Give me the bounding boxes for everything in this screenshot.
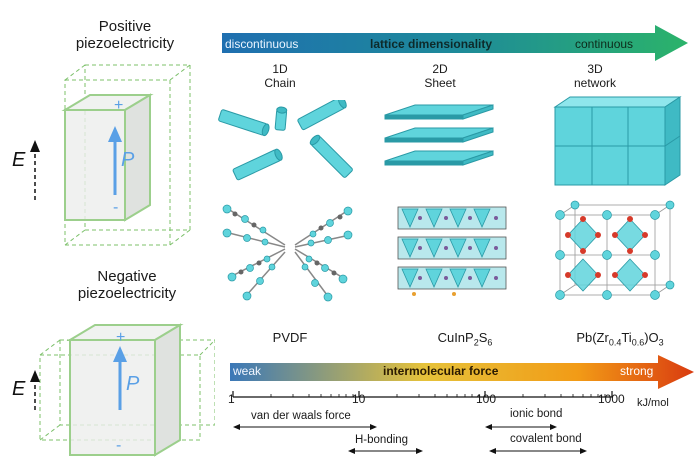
column-2d-header: 2D Sheet <box>400 62 480 90</box>
range-arrows <box>235 426 585 452</box>
column-3d-dimension: 3D <box>587 62 603 76</box>
plus-sign: + <box>116 329 125 346</box>
cuinp2s6-layer-structure <box>397 206 507 296</box>
column-1d-header: 1D Chain <box>240 62 320 90</box>
field-label: E <box>12 378 26 400</box>
negative-title-line1: Negative <box>97 268 157 285</box>
pvdf-chain-structure <box>222 204 353 302</box>
bond-energy-scale <box>232 391 613 454</box>
intermolecular-force-label: intermolecular force <box>383 364 499 378</box>
column-1d-dimension: 1D <box>272 62 288 76</box>
tick-label-1000: 1000 <box>598 392 625 406</box>
range-label-covalent-bond: covalent bond <box>510 433 582 445</box>
discontinuous-label: discontinuous <box>225 37 299 51</box>
negative-title: Negative piezoelectricity <box>52 268 202 302</box>
strong-label: strong <box>620 364 654 378</box>
minus-sign: - <box>113 199 118 216</box>
positive-title-line2: piezoelectricity <box>75 35 175 52</box>
tick-label-100: 100 <box>476 392 497 406</box>
lattice-dimensionality-arrow <box>222 25 688 61</box>
field-arrow-head <box>30 140 40 152</box>
solid-box <box>66 323 184 457</box>
column-3d-header: 3D network <box>555 62 635 90</box>
material-pzt-label: Pb(Zr0.4Ti0.6)O3 <box>576 330 664 348</box>
range-label-van-der-waals: van der waals force <box>251 410 351 422</box>
scale-unit: kJ/mol <box>637 397 669 409</box>
polarization-label: P <box>126 373 140 395</box>
polarization-label: P <box>121 149 135 171</box>
material-pvdf-label: PVDF <box>272 330 308 345</box>
positive-title-line1: Positive <box>98 18 152 35</box>
sheet-layers-illustration <box>384 104 494 166</box>
lattice-dimensionality-label: lattice dimensionality <box>370 37 493 51</box>
column-2d-dimension: 2D <box>432 62 448 76</box>
range-label-ionic-bond: ionic bond <box>510 408 563 420</box>
field-label: E <box>12 149 26 171</box>
material-cuinp2s6-label: CuInP2S6 <box>437 330 493 348</box>
negative-title-line2: piezoelectricity <box>77 285 177 302</box>
minus-sign: - <box>116 437 121 454</box>
continuous-label: continuous <box>575 37 634 51</box>
polarization-arrow-head <box>108 126 122 142</box>
column-1d-name: Chain <box>264 76 296 90</box>
weak-label: weak <box>233 364 262 378</box>
plus-sign: + <box>114 97 123 114</box>
positive-cube-diagram: + - P E <box>12 64 191 246</box>
range-label-h-bonding: H-bonding <box>355 434 409 446</box>
intermolecular-force-arrow <box>230 355 694 389</box>
polarization-arrow-head <box>113 346 127 362</box>
perovskite-network-structure <box>555 200 675 300</box>
tick-label-1: 1 <box>228 392 235 406</box>
positive-title: Positive piezoelectricity <box>65 18 185 52</box>
network-cubes-illustration <box>553 96 682 186</box>
tick-label-10: 10 <box>352 392 366 406</box>
negative-cube-diagram: + - P E <box>12 323 215 457</box>
column-3d-name: network <box>573 76 617 90</box>
solid-box <box>61 93 154 222</box>
field-arrow-head <box>30 370 40 382</box>
column-2d-name: Sheet <box>424 76 456 90</box>
chain-cylinders-illustration <box>218 100 353 181</box>
